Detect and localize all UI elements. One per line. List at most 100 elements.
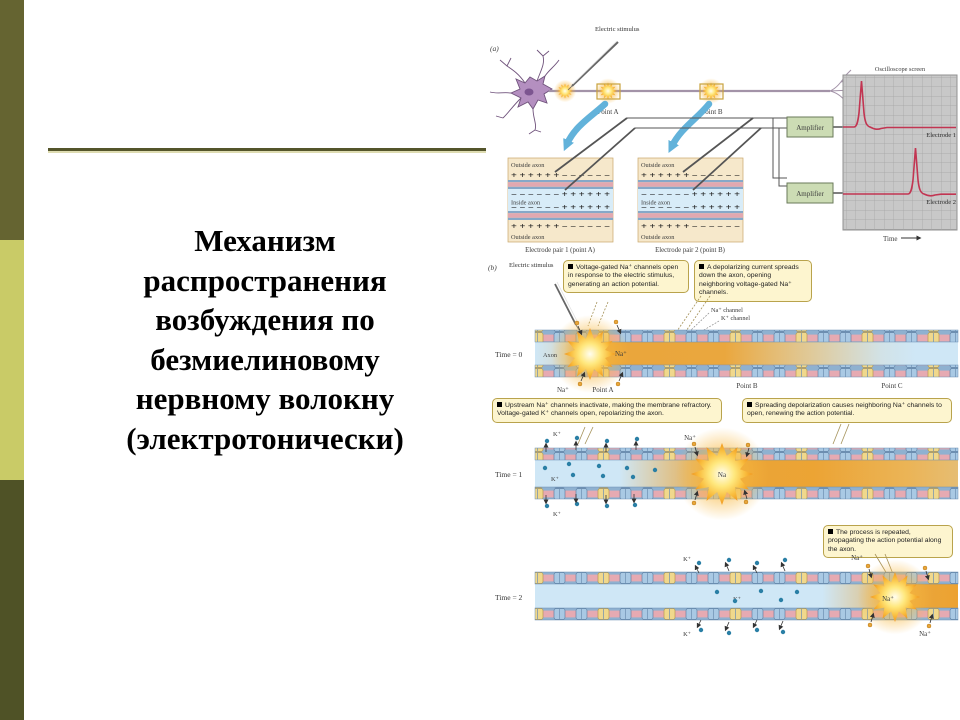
electrode-pair-2-caption: Electrode pair 2 (point B) — [655, 247, 725, 254]
step-bullet — [699, 264, 704, 269]
slide-title: Механизм распространения возбуждения по … — [55, 221, 475, 458]
electrode-pair-2-panel: Outside axon + + + + + + − − − − − − − −… — [637, 157, 744, 243]
step-bullet — [497, 402, 502, 407]
callout-4: Spreading depolarization causes neighbor… — [742, 398, 952, 423]
electrode-pair-1-caption: Electrode pair 1 (point A) — [525, 247, 595, 254]
point-a-label: Point A — [592, 386, 613, 394]
na-ions-time1 — [691, 441, 751, 506]
inside-axon-label: Inside axon — [641, 200, 671, 207]
neuron-illustration — [489, 49, 560, 135]
title-line: Механизм — [194, 223, 336, 258]
k-label: K⁺ — [551, 476, 559, 483]
title-line: распространения — [143, 262, 387, 298]
point-c-label: Point C — [881, 382, 903, 390]
k-label: K⁺ — [683, 631, 691, 638]
time-axis-label: Time — [883, 235, 898, 243]
point-a-label: Point A — [597, 108, 618, 116]
sidebar-accent-bottom — [0, 480, 24, 720]
callout-3-text: Upstream Na⁺ channels inactivate, making… — [497, 402, 712, 418]
na-label: Na⁺ — [615, 350, 627, 358]
charge-row: − − − − − − + + + + + + — [641, 203, 741, 212]
callout-2-text: A depolarizing current spreads down the … — [699, 264, 799, 297]
callout-3: Upstream Na⁺ channels inactivate, making… — [492, 398, 722, 423]
na-ions-time2 — [865, 563, 934, 629]
amplifier-2-label: Amplifier — [796, 190, 824, 198]
title-line: безмиелиновому — [150, 341, 380, 377]
sidebar-accent-top — [0, 0, 24, 240]
point-b-label: Point B — [736, 382, 758, 390]
stimulus-needle-icon — [567, 40, 619, 91]
k-label: K⁺ — [683, 556, 691, 563]
time-1-label: Time = 1 — [495, 470, 523, 479]
point-a-box — [596, 83, 621, 100]
na-label: Na⁺ — [684, 434, 696, 442]
axon-row-time-2: Time = 2 K⁺ K⁺ K⁺ — [495, 554, 959, 638]
na-channel-label: Na⁺ channel — [711, 307, 743, 314]
na-label: Na⁺ — [882, 595, 894, 603]
amplifier-1: Amplifier — [786, 116, 834, 138]
stimulus-sunburst — [553, 79, 577, 103]
panel-b: (b) Electric stimulus Voltage-gated Na⁺ … — [488, 260, 959, 638]
callout-2: A depolarizing current spreads down the … — [694, 260, 812, 302]
charge-row: + + + + + + − − − − − − — [511, 222, 611, 231]
outside-axon-label: Outside axon — [641, 234, 675, 241]
trace-electrode-1 — [843, 80, 956, 131]
charge-row: + + + + + + − − − − − − — [511, 171, 611, 180]
step-bullet — [747, 402, 752, 407]
electrode-1-label: Electrode 1 — [926, 132, 956, 139]
amplifier-2: Amplifier — [786, 182, 834, 204]
callout-1: Voltage-gated Na⁺ channels open in respo… — [563, 260, 689, 294]
point-a-glow — [595, 78, 621, 104]
zoom-arrow-point-a — [563, 100, 609, 152]
callout-3-4-tails — [577, 423, 850, 445]
panel-b-label: (b) — [488, 263, 497, 272]
callout-4-text: Spreading depolarization causes neighbor… — [747, 402, 942, 418]
charge-row: − − − − − − + + + + + + — [511, 203, 611, 212]
k-ions-time2 — [694, 557, 800, 636]
callout-5-text: The process is repeated, propagating the… — [828, 529, 942, 553]
charge-row: + + + + + + − − − − − − — [641, 222, 741, 231]
stimulus-label-b: Electric stimulus — [509, 262, 554, 269]
na-label: Na⁺ — [557, 386, 569, 394]
k-label: K⁺ — [553, 431, 561, 438]
sidebar-accent-middle — [0, 240, 24, 480]
step-bullet — [568, 264, 573, 269]
electrode-pair-1-panel: Outside axon + + + + + + − − − − − − − −… — [507, 157, 614, 243]
stimulus-label-b-text: Electric stimulus — [509, 262, 554, 269]
axon-label: Axon — [543, 352, 558, 359]
na-label: Na⁺ — [851, 554, 863, 562]
k-channel-label: K⁺ channel — [721, 315, 750, 322]
point-b-label: Point B — [701, 108, 723, 116]
stimulus-label-a: Electric stimulus — [595, 26, 640, 33]
time-2-label: Time = 2 — [495, 593, 523, 602]
outside-axon-label: Outside axon — [511, 162, 545, 169]
oscilloscope-title: Oscilloscope screen — [875, 66, 926, 73]
k-label: K⁺ — [553, 511, 561, 518]
title-line: возбуждения по — [155, 302, 375, 337]
title-line: нервному волокну — [135, 381, 395, 416]
charge-row: − − − − − − + + + + + + — [641, 190, 741, 199]
time-0-label: Time = 0 — [495, 350, 523, 359]
amplifier-1-label: Amplifier — [796, 124, 824, 132]
na-label: Na⁺ — [919, 630, 931, 638]
panel-a-label: (a) — [490, 44, 499, 53]
step-bullet — [828, 529, 833, 534]
k-label: K⁺ — [733, 596, 741, 603]
callout-5: The process is repeated, propagating the… — [823, 525, 953, 559]
panel-a: (a) Electric stimulus — [489, 26, 958, 254]
action-potential-figure: (a) Electric stimulus — [488, 26, 959, 638]
electrode-2-label: Electrode 2 — [926, 199, 956, 206]
point-b-box — [699, 83, 724, 100]
inside-axon-label: Inside axon — [511, 200, 541, 207]
na-ions-time0 — [574, 319, 624, 387]
recording-electrodes-wires — [554, 117, 843, 194]
outside-axon-label: Outside axon — [511, 234, 545, 241]
title-divider-rule — [48, 148, 486, 153]
axon-row-time-0: Time = 0 Axon Na⁺ Na⁺ Point A — [495, 315, 959, 394]
na-center-label: Na — [718, 471, 727, 479]
charge-row: − − − − − − + + + + + + — [511, 190, 611, 199]
outside-axon-label: Outside axon — [641, 162, 675, 169]
k-ions-time1 — [542, 435, 658, 509]
zoom-arrow-point-b — [668, 100, 713, 153]
